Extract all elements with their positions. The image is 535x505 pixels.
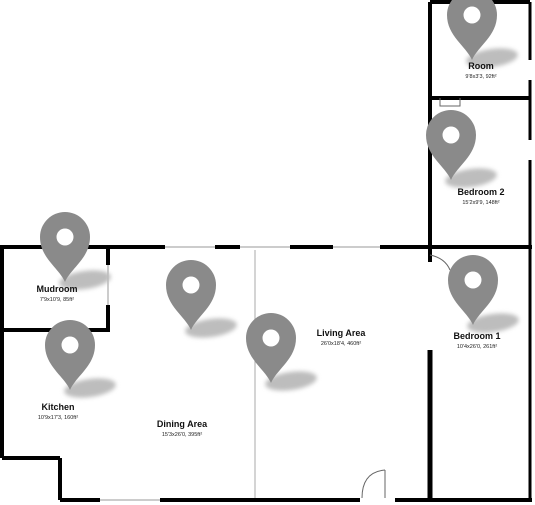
room-dimensions: 7'9x10'9, 85ft²: [40, 297, 74, 303]
map-pin-icon[interactable]: [45, 320, 117, 401]
room-dimensions: 26'0x18'4, 460ft²: [321, 341, 361, 347]
room-dimensions: 9'8x3'3, 92ft²: [465, 74, 496, 80]
room-name: Room: [468, 61, 494, 71]
room-label-bedroom-2: Bedroom 2 15'2x9'9, 148ft²: [457, 187, 504, 206]
room-name: Bedroom 2: [457, 187, 504, 197]
room-label-bedroom-1: Bedroom 1 10'4x26'0, 261ft²: [453, 331, 500, 350]
map-pin-icon[interactable]: [246, 313, 318, 394]
room-label-living-area: Living Area 26'0x18'4, 460ft²: [317, 328, 367, 347]
map-pin-icon[interactable]: [426, 110, 498, 191]
map-pin-icon[interactable]: [166, 260, 238, 341]
room-label-dining-area: Dining Area 15'3x26'0, 395ft²: [157, 419, 208, 438]
room-dimensions: 15'3x26'0, 395ft²: [162, 432, 202, 438]
room-name: Dining Area: [157, 419, 208, 429]
map-pin-icon[interactable]: [447, 0, 519, 71]
room-name: Living Area: [317, 328, 367, 338]
room-dimensions: 10'9x17'3, 160ft²: [38, 415, 78, 421]
room-name: Kitchen: [41, 402, 74, 412]
room-label-room: Room 9'8x3'3, 92ft²: [465, 61, 496, 80]
room-name: Mudroom: [37, 284, 78, 294]
room-dimensions: 10'4x26'0, 261ft²: [457, 344, 497, 350]
room-label-kitchen: Kitchen 10'9x17'3, 160ft²: [38, 402, 78, 421]
room-label-mudroom: Mudroom 7'9x10'9, 85ft²: [37, 284, 78, 303]
room-name: Bedroom 1: [453, 331, 500, 341]
map-pin-icon[interactable]: [448, 255, 520, 336]
map-pin-icon[interactable]: [40, 212, 112, 293]
room-dimensions: 15'2x9'9, 148ft²: [462, 200, 499, 206]
